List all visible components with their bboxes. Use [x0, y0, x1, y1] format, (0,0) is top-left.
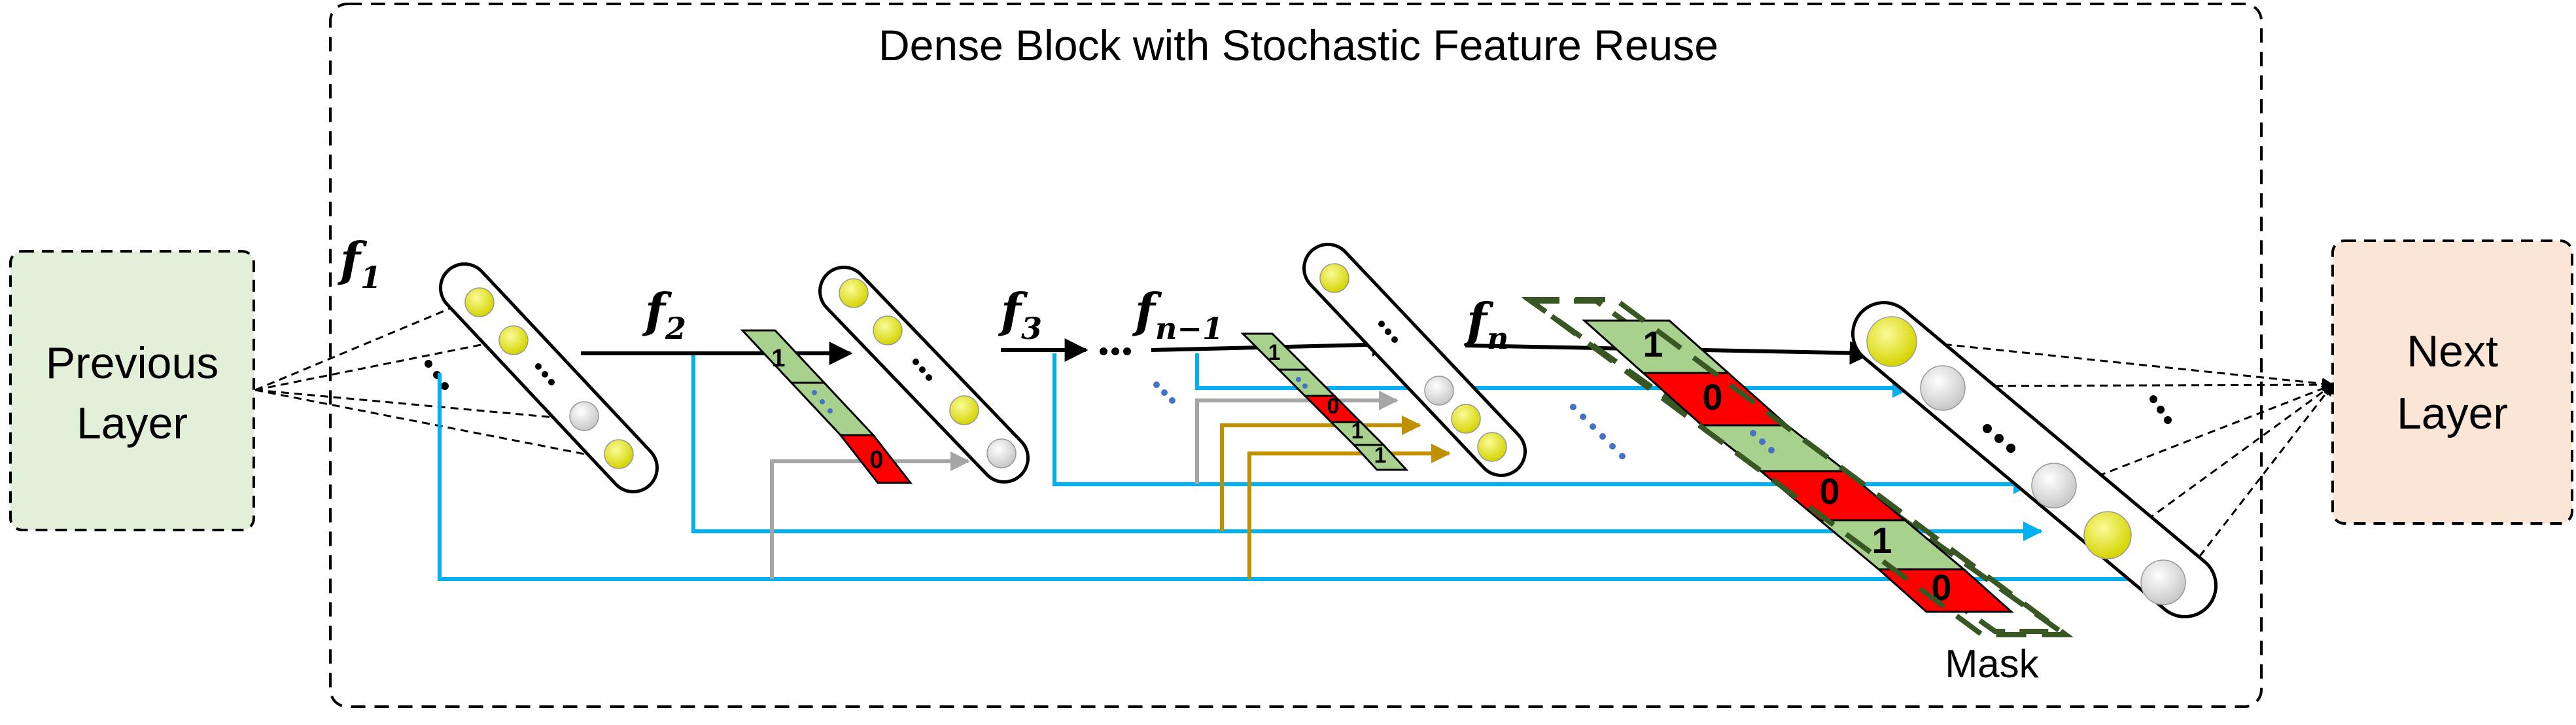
node: [1319, 263, 1349, 293]
svg-text:0: 0: [869, 446, 883, 474]
node: [2031, 463, 2077, 508]
svg-text:fn−1: fn−1: [1132, 283, 1223, 346]
node: [1866, 316, 1917, 367]
svg-text:f1: f1: [337, 232, 381, 295]
node: [604, 439, 634, 469]
layer-n-1-capsule: [1302, 243, 1527, 477]
mask-label: Mask: [1945, 642, 2039, 686]
input-dots: [425, 360, 449, 390]
feature-label-fn1: fn−1: [1132, 283, 1223, 346]
node: [464, 287, 495, 317]
big-mask-boundary: [1521, 297, 2074, 637]
next-layer-box: Next Layer: [2331, 239, 2573, 525]
layer-1-capsule: [439, 262, 659, 493]
node: [2140, 559, 2186, 605]
node: [839, 278, 869, 308]
svg-text:1: 1: [1643, 323, 1663, 364]
previous-layer-label-1: Previous: [46, 338, 219, 388]
blue-dots: [1153, 381, 1626, 459]
previous-layer-label-2: Layer: [77, 398, 188, 448]
small-mask-1: 1 0: [740, 329, 913, 484]
svg-text:1: 1: [1351, 419, 1364, 444]
node: [1920, 365, 1966, 411]
next-layer-label-2: Layer: [2397, 389, 2508, 438]
svg-text:1: 1: [771, 345, 785, 372]
feature-label-f1: f1: [337, 232, 381, 295]
node: [569, 401, 599, 431]
dense-block-title: Dense Block with Stochastic Feature Reus…: [879, 21, 1718, 69]
previous-layer-box: Previous Layer: [9, 250, 255, 531]
layer-n-capsule: [1851, 301, 2218, 618]
svg-text:fn: fn: [1463, 292, 1508, 356]
gold-skip-connections: [1220, 416, 1451, 579]
svg-text:1: 1: [1268, 340, 1281, 365]
svg-text:1: 1: [1374, 443, 1387, 468]
svg-text:f2: f2: [642, 283, 686, 346]
node: [2083, 511, 2132, 559]
feature-chain-dots: [1100, 347, 1131, 355]
svg-text:1: 1: [1871, 520, 1892, 561]
svg-text:0: 0: [1819, 470, 1839, 512]
node: [1451, 404, 1481, 434]
input-connections: [254, 298, 606, 462]
output-connections: [1904, 339, 2334, 578]
dense-block-outline: [329, 3, 2263, 708]
node: [1424, 376, 1454, 406]
node: [986, 438, 1017, 469]
small-mask-2: 1 0 1 1: [1240, 332, 1409, 471]
node: [1477, 432, 1507, 462]
layer-2-capsule: [818, 266, 1030, 484]
output-dots: [2150, 395, 2172, 424]
feature-label-f2: f2: [642, 283, 686, 346]
node: [498, 325, 529, 355]
node: [873, 315, 903, 345]
feature-label-f3: f3: [998, 283, 1042, 346]
feature-label-fn: fn: [1463, 292, 1508, 356]
svg-text:0: 0: [1702, 376, 1722, 417]
svg-text:0: 0: [1327, 394, 1340, 419]
node: [949, 395, 979, 425]
blue-skip-connections: [438, 353, 2161, 589]
svg-text:f3: f3: [998, 283, 1042, 346]
next-layer-label-1: Next: [2407, 327, 2498, 376]
